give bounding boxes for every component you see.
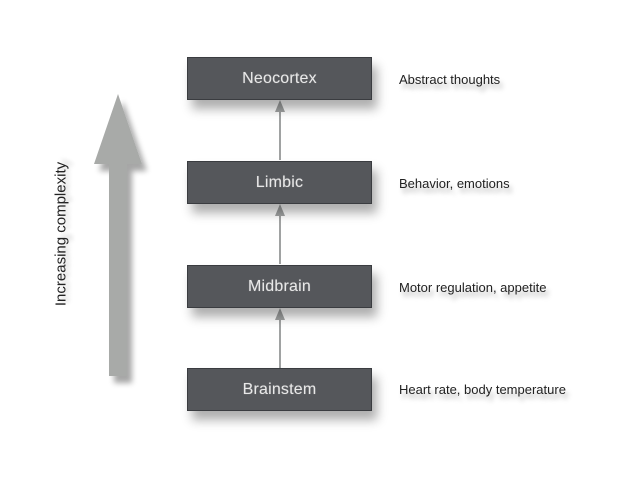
- connector-midbrain-to-limbic: [275, 204, 285, 264]
- connector-limbic-to-neocortex: [275, 100, 285, 160]
- level-box-brainstem: Brainstem: [187, 368, 372, 411]
- level-box-limbic: Limbic: [187, 161, 372, 204]
- level-box-midbrain: Midbrain: [187, 265, 372, 308]
- level-description-neocortex: Abstract thoughts: [399, 72, 501, 87]
- level-label-neocortex: Neocortex: [242, 69, 317, 87]
- level-label-midbrain: Midbrain: [248, 277, 311, 295]
- level-description-limbic: Behavior, emotions: [399, 176, 510, 191]
- connector-brainstem-to-midbrain: [275, 308, 285, 368]
- complexity-arrow: [94, 94, 142, 376]
- complexity-axis-label: Increasing complexity: [52, 161, 70, 307]
- level-label-limbic: Limbic: [255, 173, 304, 191]
- level-description-brainstem: Heart rate, body temperature: [399, 382, 566, 397]
- level-box-neocortex: Neocortex: [187, 57, 372, 100]
- level-description-midbrain: Motor regulation, appetite: [399, 280, 547, 295]
- level-label-brainstem: Brainstem: [242, 380, 317, 398]
